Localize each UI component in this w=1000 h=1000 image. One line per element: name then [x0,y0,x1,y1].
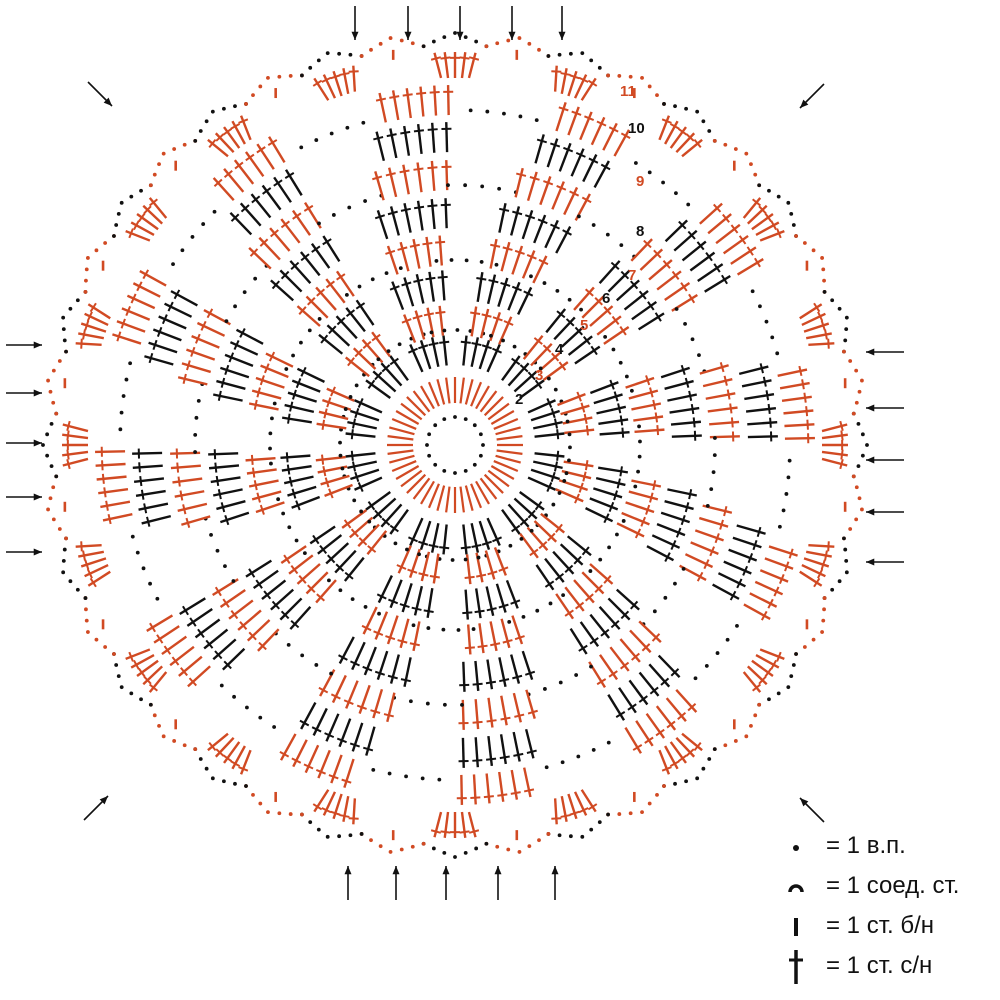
legend: = 1 в.п. = 1 соед. ст. = 1 ст. б/н = 1 с… [782,826,994,986]
arrow-left-icon [866,558,904,566]
arrow-right-icon [6,389,42,397]
double-crochet-cross-icon [789,950,803,984]
round-number-label: 11 [620,83,636,100]
arrow-down-icon [404,6,412,40]
legend-text-double-crochet: = 1 ст. с/н [826,952,933,979]
round-number-label: 4 [555,341,564,358]
round-number-label: 8 [636,223,644,240]
arrow-right-icon [6,493,42,501]
legend-text-single-crochet: = 1 ст. б/н [826,912,935,939]
arrow-right-icon [6,341,42,349]
legend-row-slip-stitch: = 1 соед. ст. [782,866,994,906]
arrow-left-icon [866,404,904,412]
round-number-label: 2 [515,391,523,408]
arrow-diagonal-icon [87,81,113,107]
arrow-up-icon [551,866,559,900]
arrow-left-icon [866,456,904,464]
round-number-label: 7 [628,267,636,284]
arrow-up-icon [392,866,400,900]
chart-stitches [41,31,869,859]
arrow-diagonal-icon [83,795,109,821]
arrow-left-icon [866,348,904,356]
round-number-label: 9 [636,173,644,190]
single-crochet-bar-icon [794,918,798,936]
legend-row-single-crochet: = 1 ст. б/н [782,906,994,946]
arrow-down-icon [351,6,359,40]
legend-text-chain: = 1 в.п. [826,832,906,859]
round-number-label: 6 [602,290,610,307]
legend-text-slip-stitch: = 1 соед. ст. [826,872,960,899]
arrow-right-icon [6,548,42,556]
round-number-label: 10 [628,120,645,137]
arrow-diagonal-icon [799,797,825,823]
legend-row-chain: = 1 в.п. [782,826,994,866]
arrow-up-icon [344,866,352,900]
arrow-left-icon [866,508,904,516]
arrow-down-icon [558,6,566,40]
slip-stitch-arc-icon [788,884,804,893]
round-number-label: 3 [535,367,543,384]
edge-arrows [6,6,904,900]
chain-dot-icon [793,845,799,851]
round-number-label: 5 [580,317,588,334]
arrow-down-icon [456,6,464,40]
arrow-up-icon [442,866,450,900]
arrow-down-icon [508,6,516,40]
arrow-right-icon [6,439,42,447]
center-ring [387,377,523,513]
arrow-up-icon [494,866,502,900]
legend-row-double-crochet: = 1 ст. с/н [782,946,994,986]
arrow-diagonal-icon [799,83,825,109]
